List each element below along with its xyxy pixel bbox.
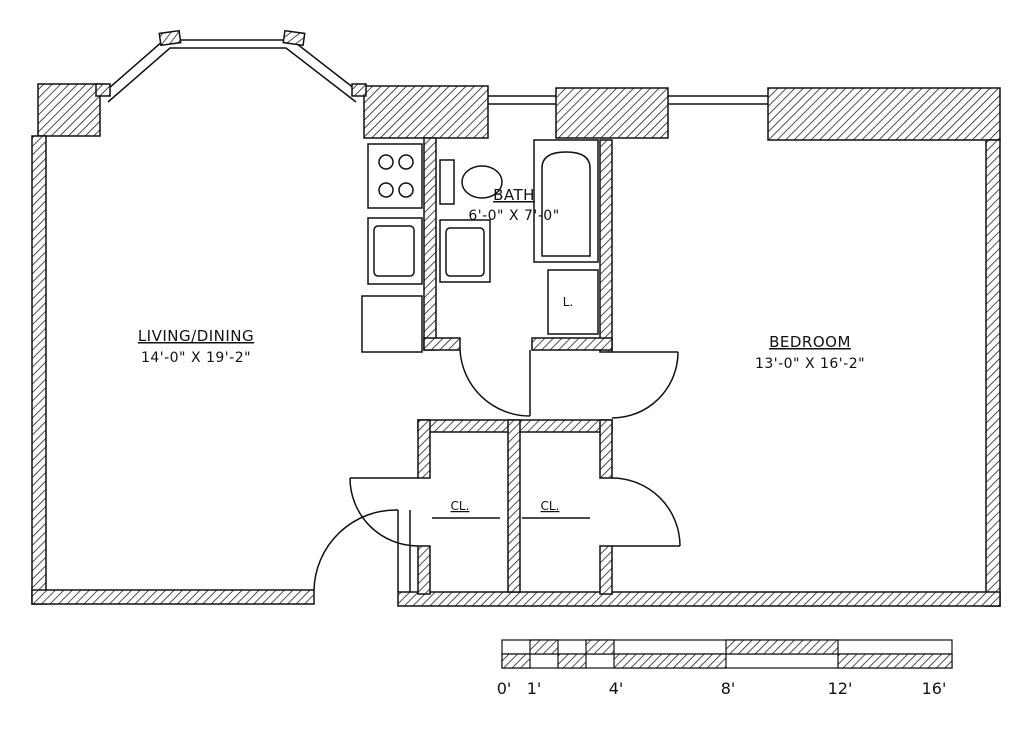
interior-walls (417, 137, 613, 595)
scale-bar (501, 639, 953, 669)
scale-tick: 1' (527, 679, 542, 698)
living-dining-label: LIVING/DINING (138, 327, 254, 345)
closet-2-label: CL. (541, 499, 560, 513)
exterior-walls (31, 83, 1001, 607)
scale-tick: 4' (609, 679, 624, 698)
kitchen (361, 143, 423, 353)
scale-tick: 16' (922, 679, 947, 698)
bath-fixtures (439, 139, 599, 335)
scale-tick: 8' (721, 679, 736, 698)
linen-label: L. (563, 295, 574, 309)
closet-1-label: CL. (451, 499, 470, 513)
bay-window (95, 29, 367, 103)
top-windows (488, 95, 768, 105)
doors (313, 349, 681, 592)
bedroom-label: BEDROOM (769, 333, 851, 351)
bath-label: BATH (493, 186, 535, 204)
scale-bar-ticks: 0' 1' 4' 8' 12' 16' (497, 679, 947, 698)
bath-dims: 6'-0" X 7'-0" (468, 208, 559, 224)
living-dining-dims: 14'-0" X 19'-2" (141, 350, 251, 366)
bedroom-dims: 13'-0" X 16'-2" (755, 356, 865, 372)
scale-tick: 12' (828, 679, 853, 698)
scale-tick: 0' (497, 679, 512, 698)
